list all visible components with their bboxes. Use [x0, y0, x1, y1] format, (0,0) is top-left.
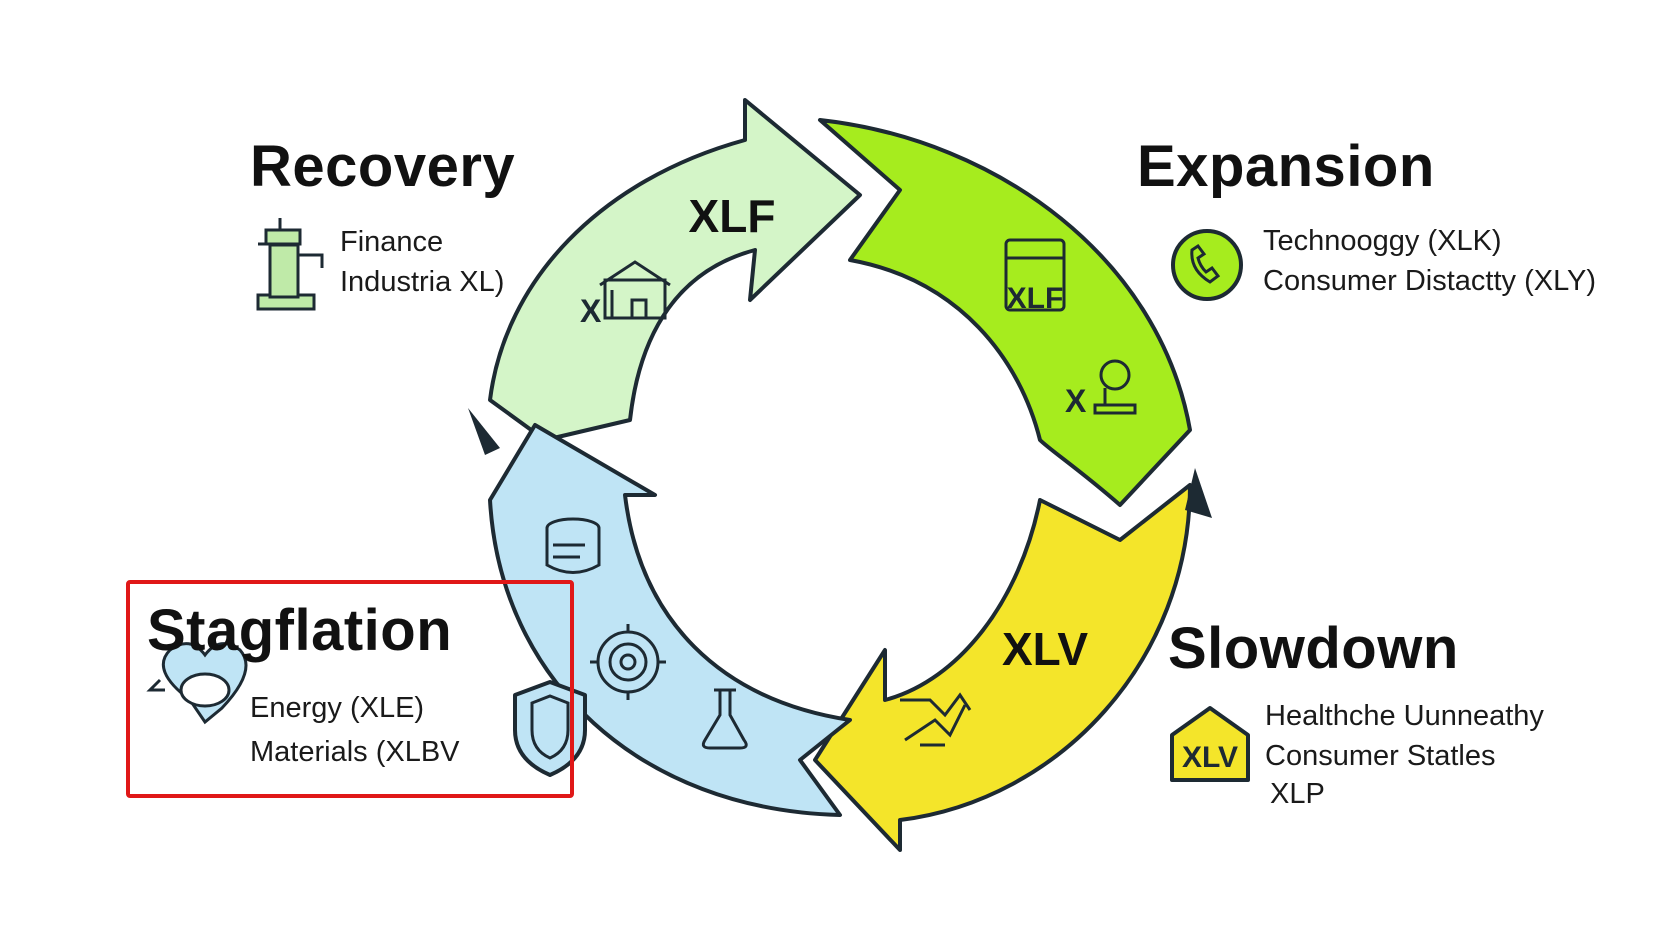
stagflation-highlight-box [126, 580, 574, 798]
slowdown-line-2: Consumer Statles [1265, 740, 1496, 772]
expansion-title: Expansion [1137, 134, 1435, 199]
gear-target-icon [590, 624, 666, 700]
recovery-line-1: Finance [340, 226, 444, 258]
slowdown-arc [813, 483, 1192, 852]
expansion-line-2: Consumer Distactty (XLY) [1263, 265, 1597, 297]
expansion-icon-letter: X [1065, 383, 1087, 419]
slowdown-badge-label: XLV [1182, 741, 1238, 774]
recovery-icon-letter: X [580, 293, 602, 329]
pump-icon [256, 218, 324, 311]
recovery-title: Recovery [250, 134, 516, 199]
expansion-arc [818, 118, 1192, 507]
house-badge-icon: XLV [1170, 706, 1250, 782]
expansion-rack-letters: XLF [1007, 282, 1064, 315]
slowdown-line-1: Healthche Uunneathy [1265, 700, 1544, 732]
recovery-arc [488, 98, 862, 442]
expansion-line-1: Technooggy (XLK) [1263, 225, 1502, 257]
globe-heart-icon [146, 642, 248, 725]
house-icon: X [580, 260, 671, 329]
stagflation-line-1: Energy (XLE) [250, 692, 425, 724]
flask-icon [701, 688, 748, 750]
stagflation-title: Stagflation [147, 598, 453, 663]
barrel-icon [545, 517, 601, 574]
slowdown-line-3: XLP [1270, 778, 1325, 810]
shield-icon [513, 680, 587, 777]
stagflation-line-2: Materials (XLBV [250, 736, 460, 768]
recovery-line-2: Industria XL) [340, 266, 505, 298]
phone-icon [1171, 229, 1243, 301]
recovery-ring-label: XLF [689, 190, 776, 242]
slowdown-title: Slowdown [1168, 616, 1459, 681]
broken-chart-icon [900, 692, 972, 747]
arrow-tip-left [468, 408, 500, 455]
arrow-tip-right [1185, 468, 1212, 518]
slowdown-ring-label: XLV [1002, 623, 1088, 675]
robot-arm-icon: X [1065, 359, 1137, 419]
server-rack-icon: XLF [1004, 238, 1066, 315]
